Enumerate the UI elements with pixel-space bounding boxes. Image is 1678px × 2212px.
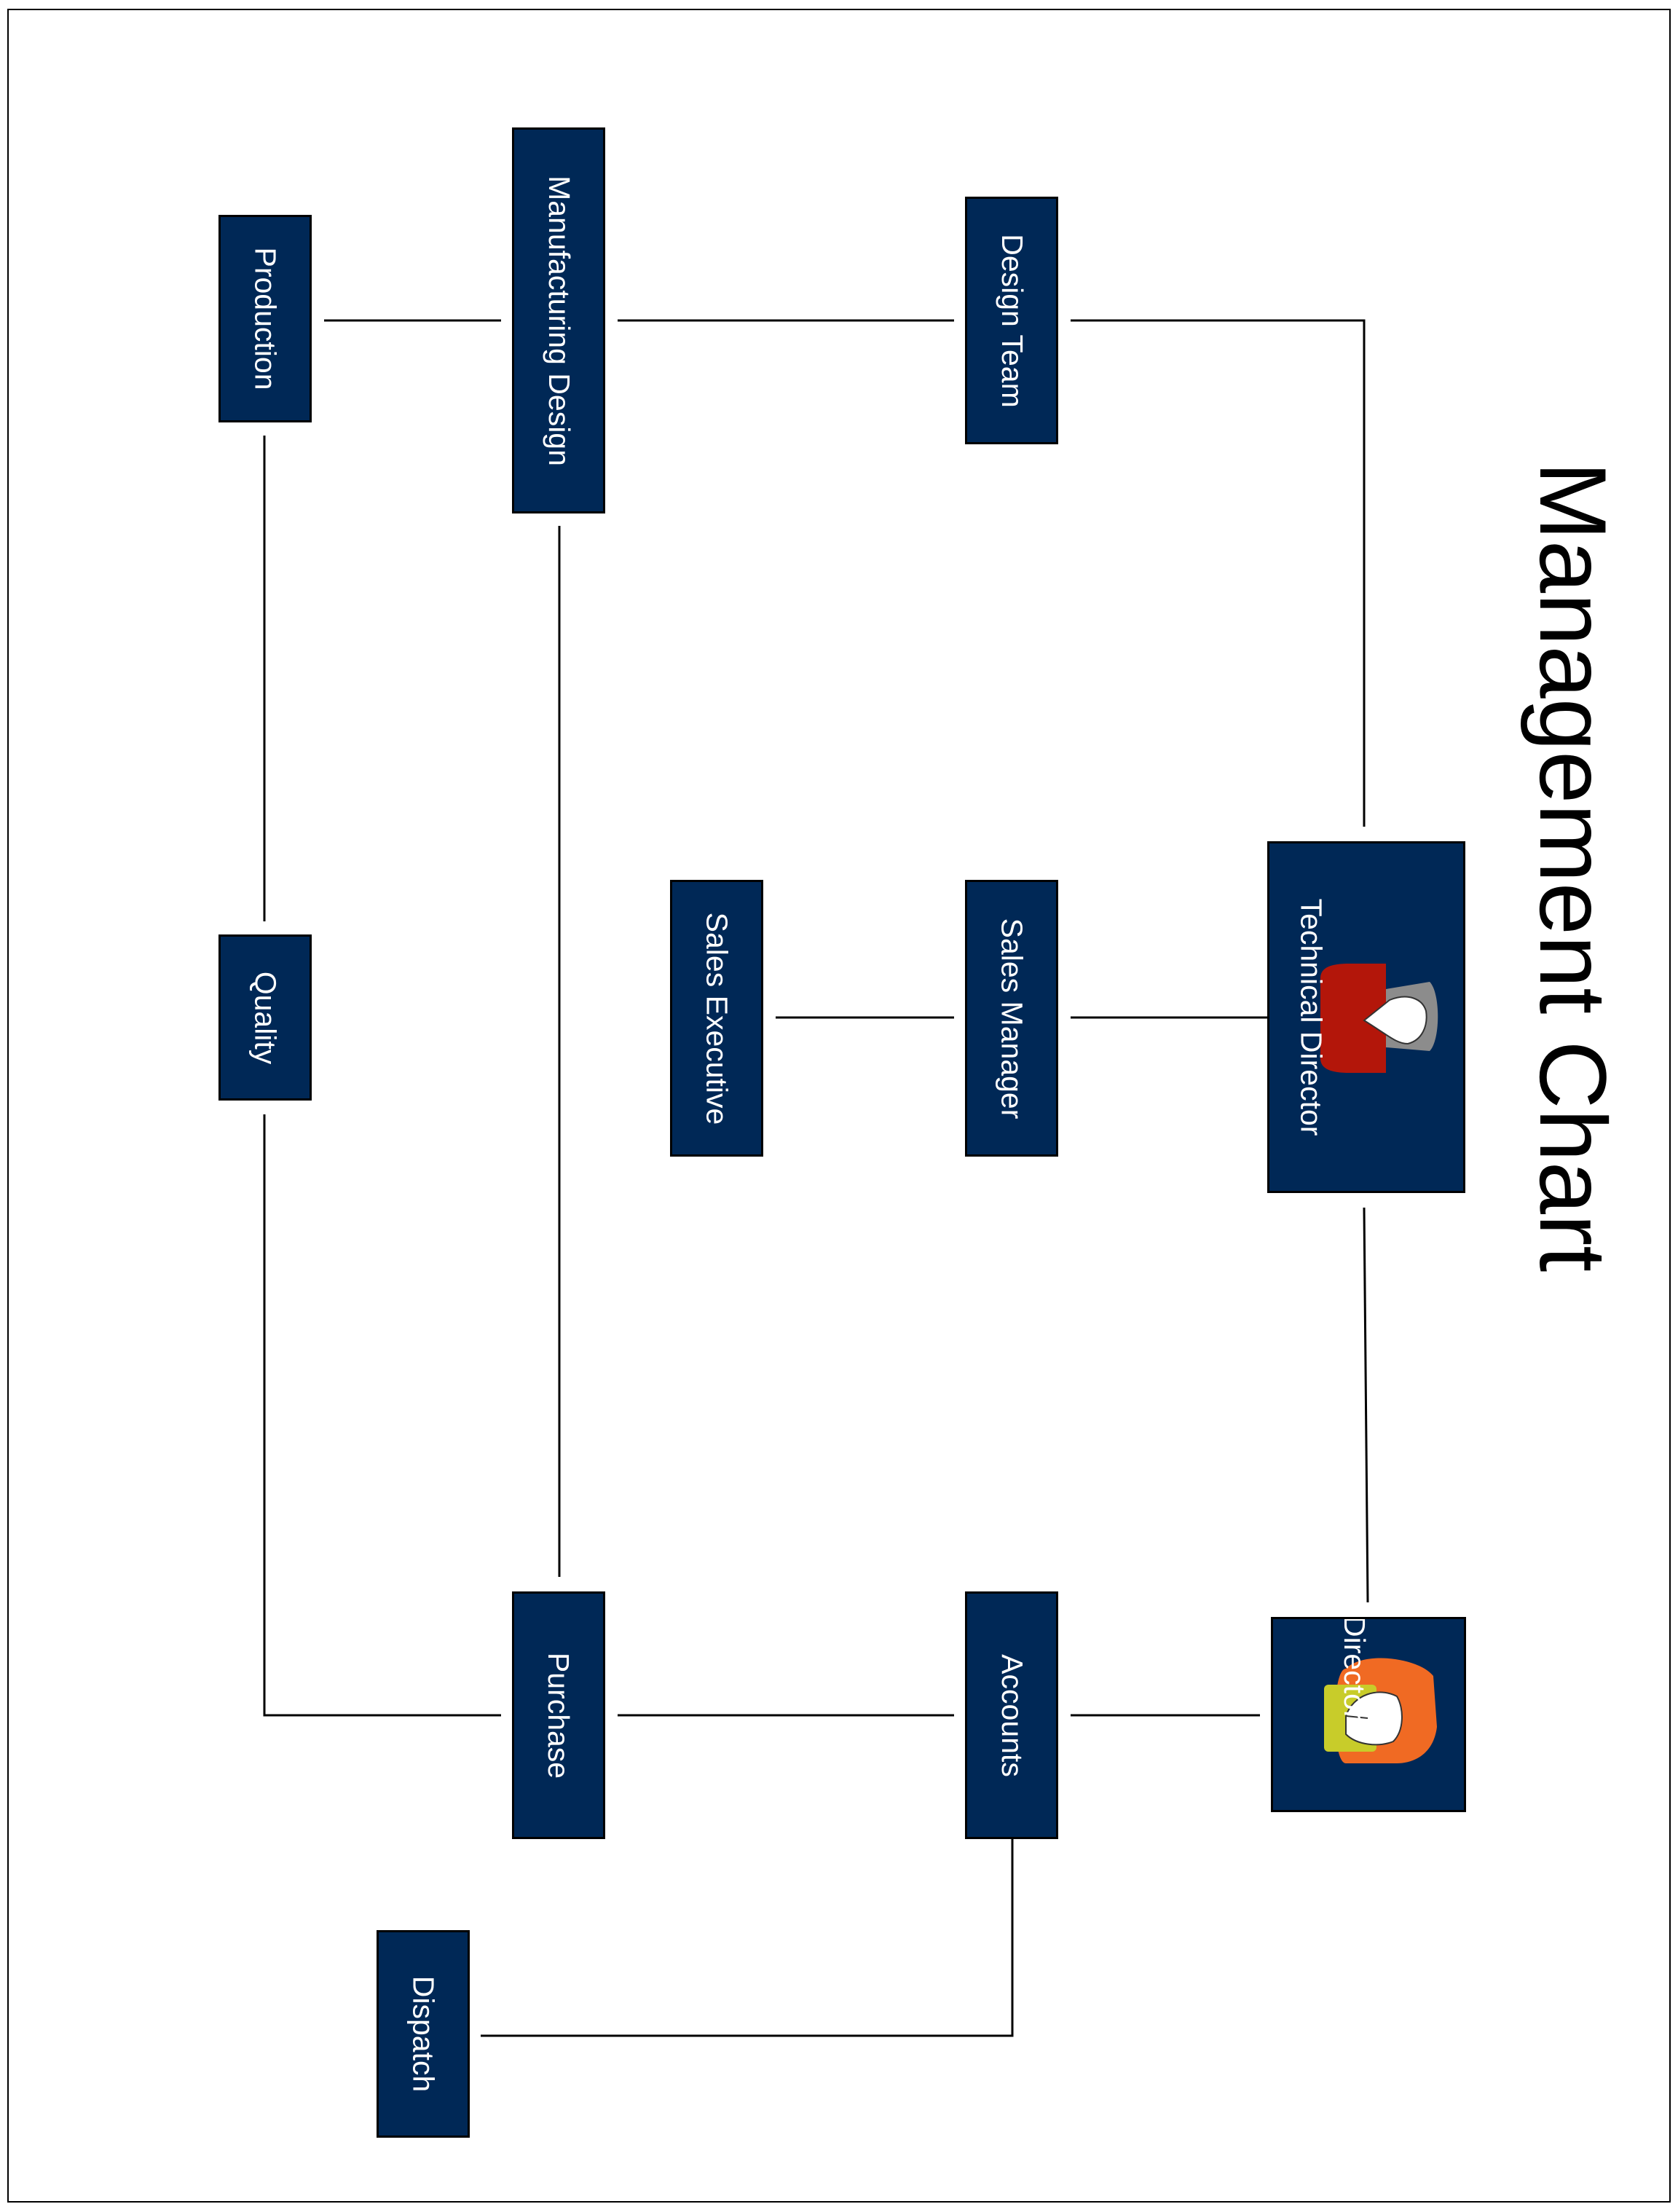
node-purchase-label: Purchase (542, 1652, 576, 1779)
node-technical-director (1267, 841, 1465, 1193)
node-sales-manager-label: Sales Manager (995, 918, 1029, 1119)
node-quality-label: Quality (248, 971, 283, 1064)
node-quality: Quality (218, 934, 312, 1101)
edge-techdirector-director (1363, 1207, 1369, 1603)
person-icon-female (1324, 1658, 1437, 1763)
node-manufacturing-design-label: Manufacturing Design (542, 175, 576, 466)
node-director: Director (1271, 1617, 1466, 1812)
person-icon-male (1320, 964, 1438, 1073)
edge-quality-purchase (263, 1114, 501, 1717)
node-sales-executive: Sales Executive (670, 880, 763, 1157)
node-design-team-label: Design Team (995, 233, 1029, 408)
node-production-label: Production (248, 247, 283, 390)
node-accounts-label: Accounts (995, 1653, 1029, 1777)
node-design-team: Design Team (965, 197, 1058, 444)
node-dispatch-label: Dispatch (406, 1975, 441, 2093)
node-dispatch: Dispatch (377, 1930, 470, 2138)
page-border (7, 9, 1671, 2203)
node-accounts: Accounts (965, 1591, 1058, 1839)
node-purchase: Purchase (512, 1591, 605, 1839)
technical-director-label-wrap: Technical Director (1194, 841, 1427, 1193)
node-sales-manager: Sales Manager (965, 880, 1058, 1157)
edge-accounts-dispatch (481, 1839, 1014, 2037)
node-production: Production (218, 215, 312, 422)
node-director-label: Director (1338, 1617, 1371, 1720)
edge-techdirector-designteam (1071, 319, 1366, 827)
node-sales-executive-label: Sales Executive (700, 912, 734, 1125)
node-technical-director-label: Technical Director (1294, 898, 1328, 1136)
node-manufacturing-design: Manufacturing Design (512, 127, 605, 513)
